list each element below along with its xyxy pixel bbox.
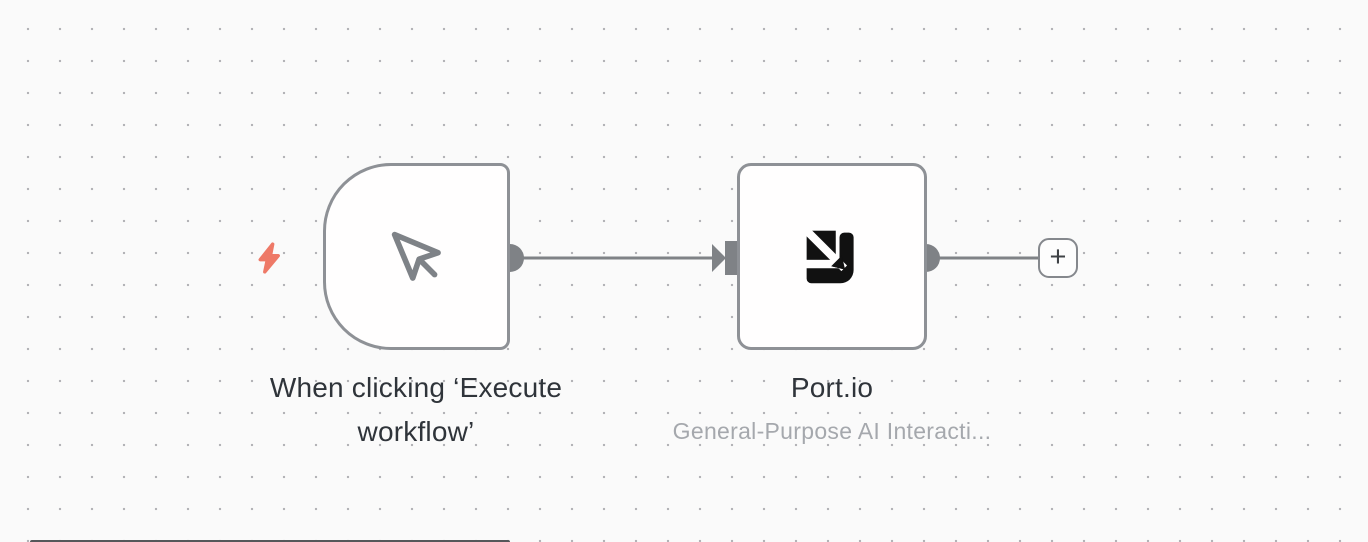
node-manual-trigger[interactable]: [323, 163, 510, 350]
plus-icon: +: [1049, 240, 1067, 273]
portio-node-subtitle: General-Purpose AI Interacti...: [672, 418, 992, 444]
port-io-logo-icon: [801, 225, 854, 283]
bottom-panel-top-edge: [30, 540, 510, 542]
connection-arrowhead-icon: [712, 244, 726, 272]
add-node-button[interactable]: +: [1038, 238, 1078, 278]
lightning-bolt-icon: [258, 242, 280, 274]
portio-node-title: Port.io: [790, 372, 874, 403]
mouse-cursor-icon: [391, 231, 441, 281]
trigger-node-label: When clicking ‘Execute workflow’: [269, 372, 563, 447]
node-portio[interactable]: [737, 163, 927, 350]
